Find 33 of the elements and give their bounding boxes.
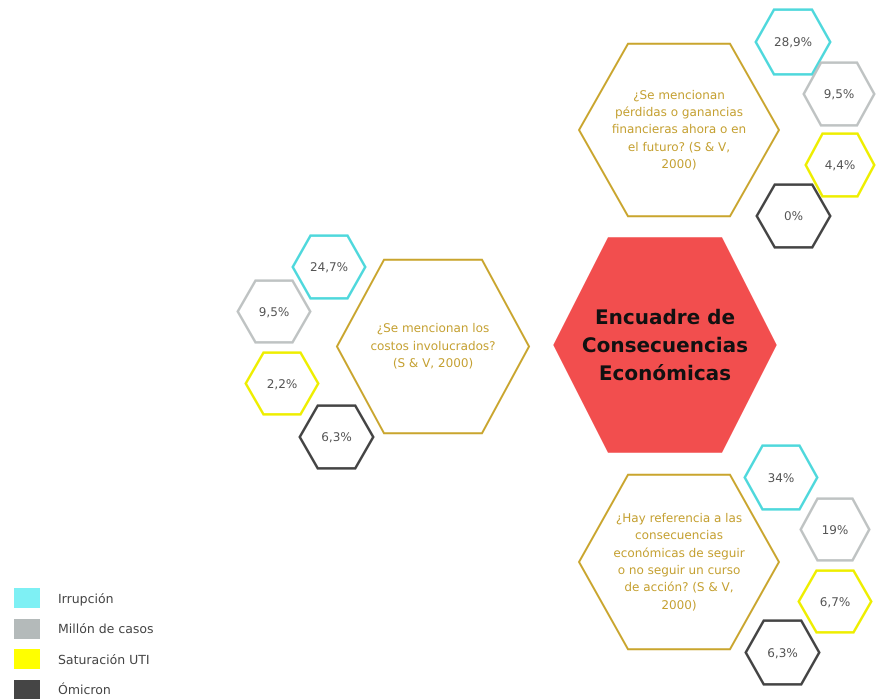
percentage-value: 9,5% bbox=[824, 87, 854, 101]
central-hexagon bbox=[551, 235, 779, 455]
percentage-hexagon bbox=[292, 235, 366, 299]
percentage-value: 19% bbox=[822, 522, 848, 536]
percentage-value: 6,3% bbox=[321, 430, 352, 444]
percentage-hexagon bbox=[798, 570, 872, 633]
question-text: ¿Hay referencia a las consecuencias económicas de seguir o no seguir un curso de acción? (S & V, 2000) bbox=[612, 510, 746, 614]
percentage-hexagon bbox=[803, 62, 875, 126]
percentage-hexagon bbox=[744, 445, 818, 510]
percentage-value: 4,4% bbox=[824, 158, 856, 172]
percentage-hexagon bbox=[237, 280, 311, 343]
percentage-hexagon bbox=[245, 352, 319, 415]
percentage-hexagon bbox=[755, 9, 831, 75]
percentage-hexagon bbox=[299, 405, 374, 469]
question-text: ¿Se mencionan pérdidas o ganancias financieras ahora o en el futuro? (S & V, 2000) bbox=[612, 86, 746, 174]
percentage-value: 2,2% bbox=[266, 376, 298, 390]
central-title: Encuadre de Consecuencias Económicas bbox=[580, 304, 750, 387]
percentage-value: 6,7% bbox=[820, 594, 850, 608]
percentage-value: 34% bbox=[768, 470, 794, 484]
percentage-value: 9,5% bbox=[258, 304, 290, 318]
legend-label: Ómicron bbox=[58, 682, 111, 697]
percentage-value: 28,9% bbox=[774, 35, 812, 49]
question-text: ¿Se mencionan los costos involucrados? (S & V, 2000) bbox=[369, 320, 497, 372]
percentage-hexagon bbox=[756, 184, 831, 248]
percentage-value: 6,3% bbox=[767, 646, 798, 660]
percentage-hexagon bbox=[800, 498, 870, 561]
legend-label: Irrupción bbox=[58, 590, 114, 606]
legend-label: Millón de casos bbox=[58, 621, 154, 636]
percentage-hexagon bbox=[805, 133, 875, 197]
percentage-hexagon bbox=[745, 620, 820, 685]
percentage-value: 0% bbox=[784, 209, 804, 223]
percentage-value: 24,7% bbox=[310, 260, 348, 274]
legend-label: Saturación UTI bbox=[58, 652, 150, 666]
